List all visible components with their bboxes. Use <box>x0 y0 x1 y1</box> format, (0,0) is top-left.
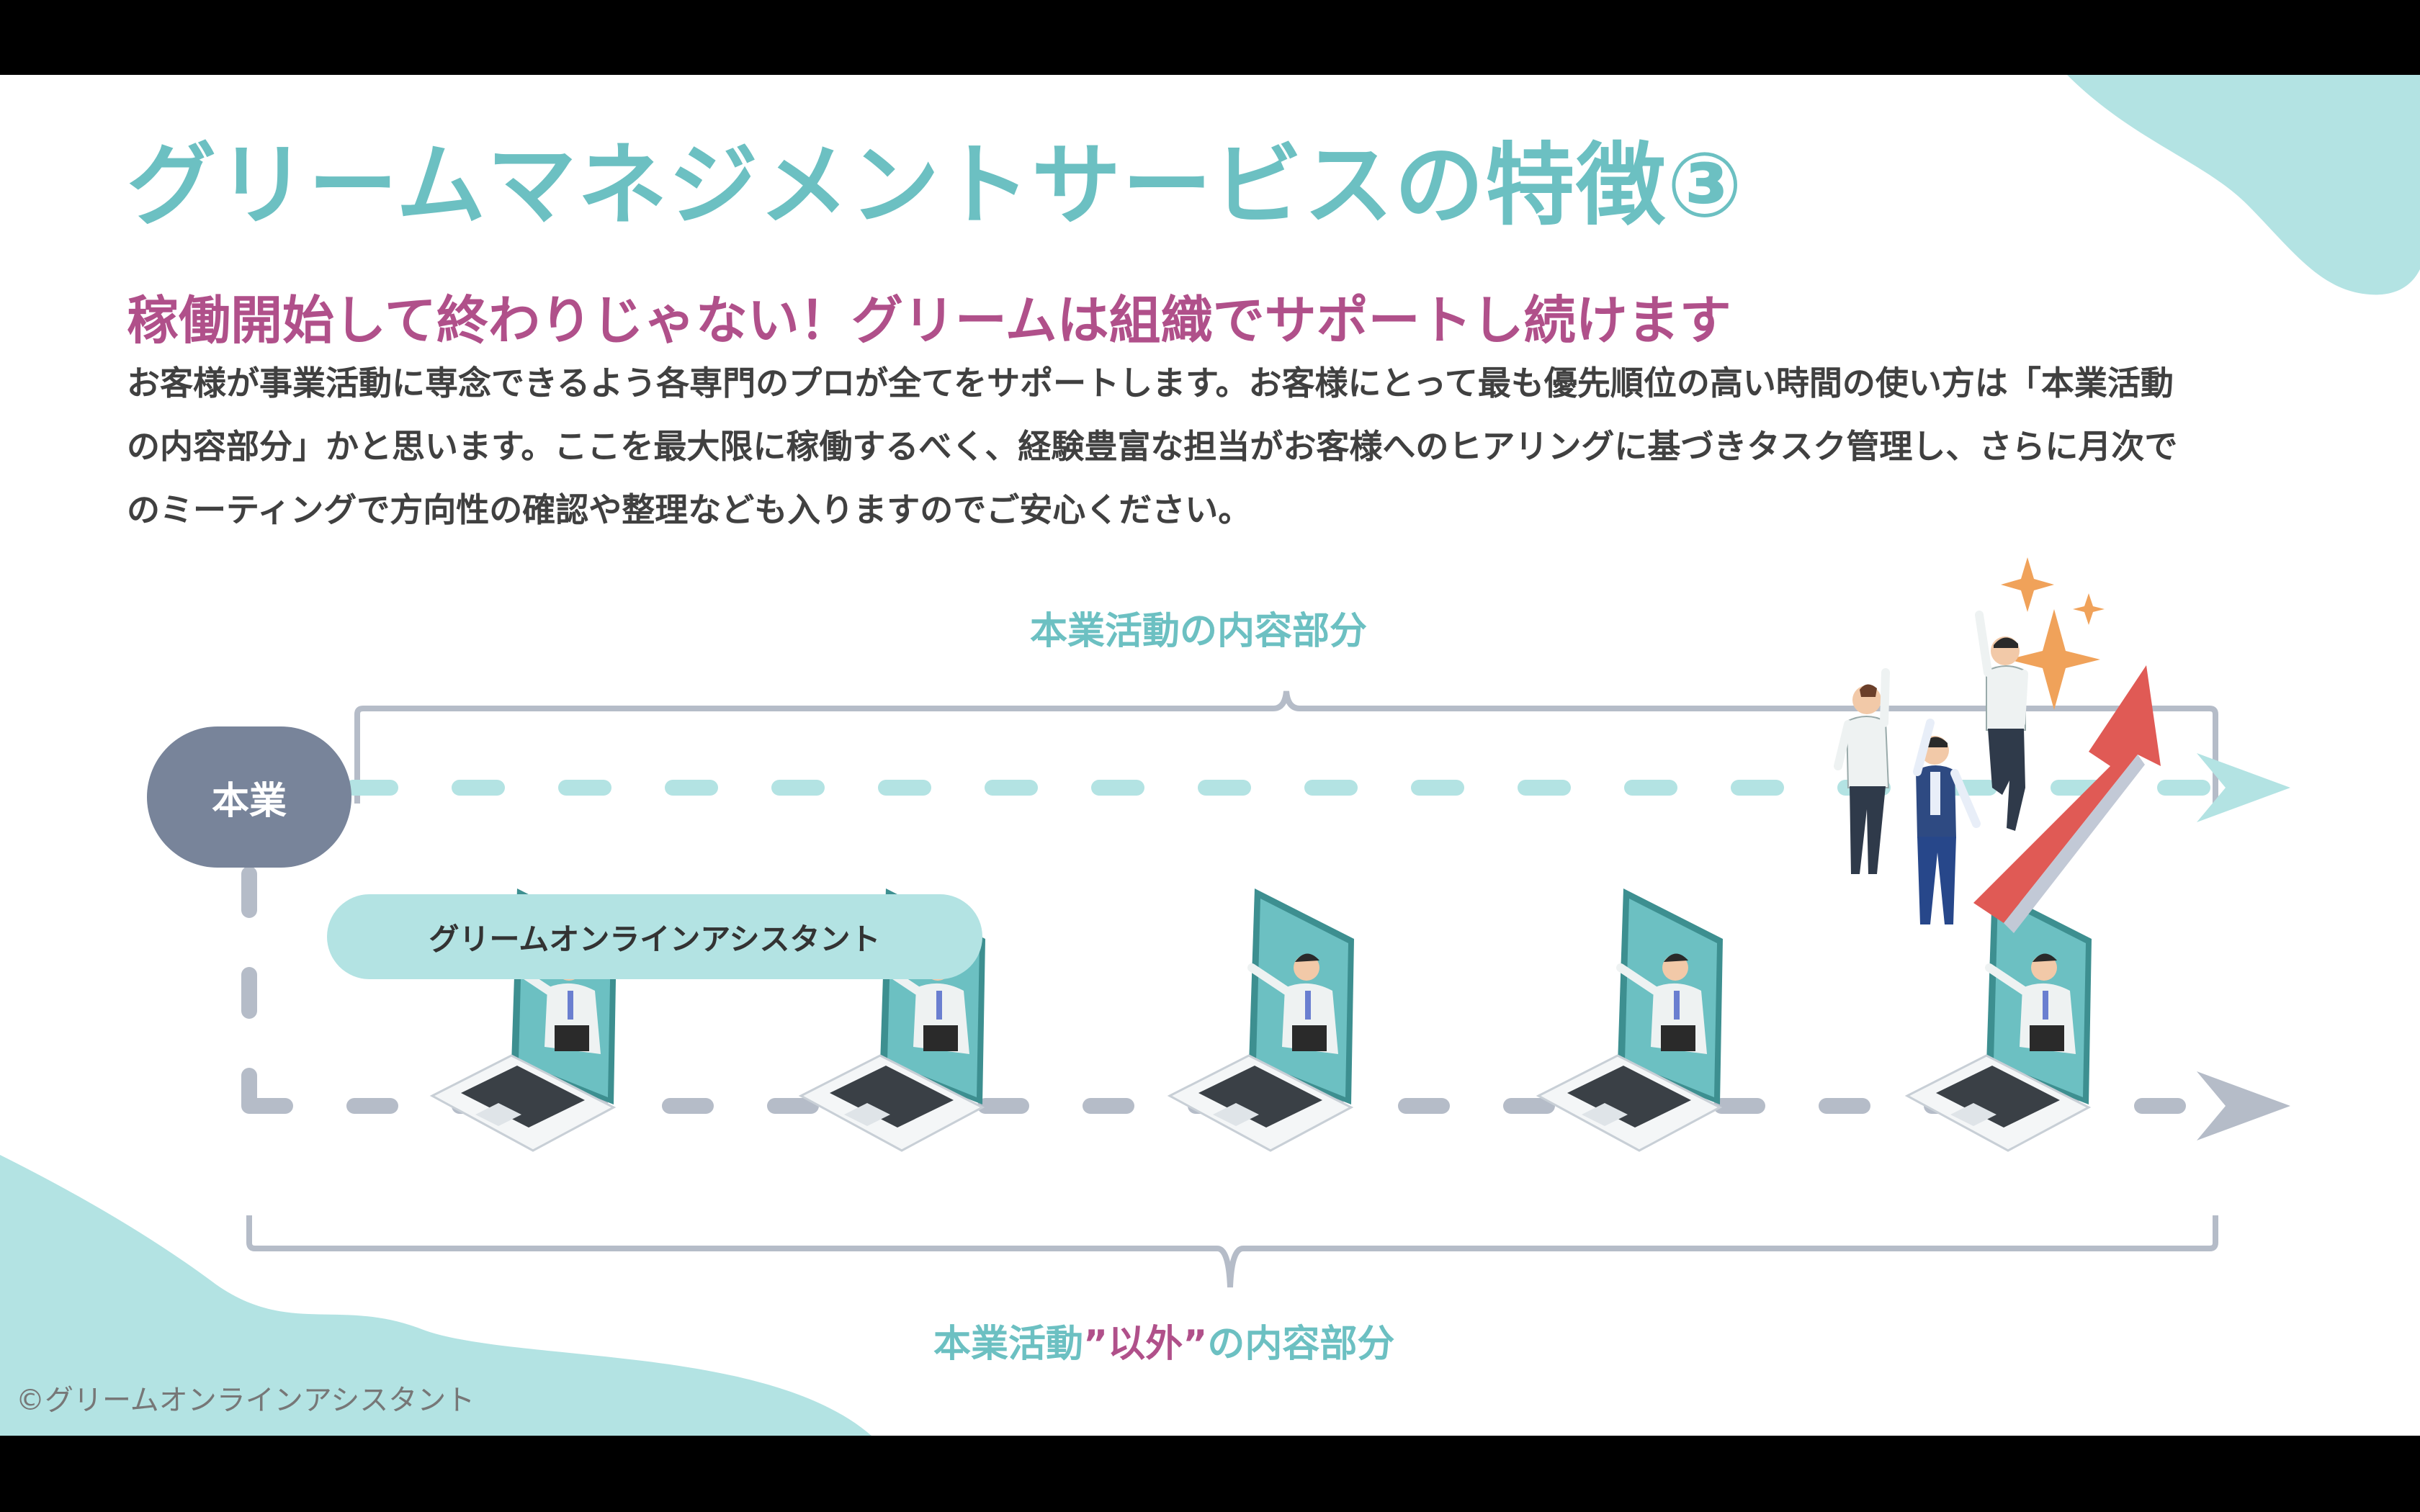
sparkle-icon <box>2073 593 2105 625</box>
top-bracket <box>354 690 2218 804</box>
sparkle-icon <box>2001 557 2054 612</box>
main-business-label: 本業活動の内容部分 <box>1030 610 1368 653</box>
non-core-label-prefix: 本業活動 <box>933 1323 1084 1366</box>
top-right-blob <box>2067 75 2420 295</box>
laptop-assistant-icon <box>1904 888 2092 1152</box>
workflow-diagram <box>241 557 2290 1288</box>
description-line: お客様が事業活動に専念できるよう各専門のプロが全てをサポートします。お客様にとっ… <box>127 364 2174 402</box>
description-line: のミーティングで方向性の確認や整理なども入りますのでご安心ください。 <box>127 490 1252 529</box>
description-line: の内容部分」かと思います。ここを最大限に稼働するべく、経験豊富な担当がお客様への… <box>127 427 2178 466</box>
non-core-business-label: 本業活動”以外”の内容部分 <box>933 1313 1394 1367</box>
decorative-blobs <box>0 75 2420 1436</box>
main-business-arrowhead <box>2197 753 2290 822</box>
bottom-bracket <box>246 1215 2218 1288</box>
assistant-service-badge: グリームオンラインアシスタント <box>327 894 982 979</box>
page-title: グリームマネジメントサービスの特徴③ <box>127 134 1744 238</box>
slide: グリームマネジメントサービスの特徴③ 稼働開始して終わりじゃない！グリームは組織… <box>0 75 2420 1436</box>
sparkle-icon <box>2008 609 2100 710</box>
description-paragraph: お客様が事業活動に専念できるよう各専門のプロが全てをサポートします。お客様にとっ… <box>127 351 2316 541</box>
laptop-assistant-icon <box>1536 888 1723 1152</box>
growth-celebration-illustration <box>1834 557 2161 933</box>
growth-arrow-icon <box>1973 665 2161 923</box>
bottom-left-blob <box>0 1155 871 1436</box>
non-core-label-accent: ”以外” <box>1083 1323 1208 1366</box>
main-business-node: 本業 <box>147 726 351 868</box>
copyright-footer: ©グリームオンラインアシスタント <box>16 1384 475 1417</box>
non-core-label-suffix: の内容部分 <box>1207 1323 1395 1366</box>
assistant-arrowhead <box>2197 1071 2290 1140</box>
laptop-assistant-icon <box>1167 888 1354 1152</box>
page-subtitle: 稼働開始して終わりじゃない！グリームは組織でサポートし続けます <box>127 290 1731 351</box>
